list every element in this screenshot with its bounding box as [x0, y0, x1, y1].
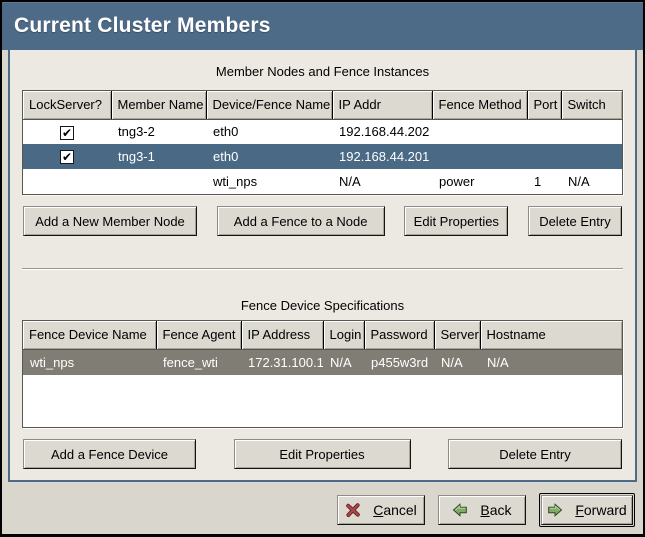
member-nodes-table: LockServer? Member Name Device/Fence Nam…: [22, 90, 623, 195]
fence-buttons-row: Add a Fence Device Edit Properties Delet…: [22, 439, 623, 469]
lockserver-checkbox[interactable]: ✔: [60, 125, 74, 140]
fence-table-header-row: Fence Device Name Fence Agent IP Address…: [23, 321, 622, 350]
empty-table-area: [23, 375, 622, 427]
column-header-server[interactable]: Server: [434, 321, 481, 350]
delete-entry-button[interactable]: Delete Entry: [527, 206, 622, 236]
cell-password: p455w3rd: [364, 349, 434, 375]
fence-devices-section-title: Fence Device Specifications: [240, 298, 405, 313]
column-header-switch[interactable]: Switch: [561, 91, 622, 120]
cell-member-name: tng3-2: [111, 119, 206, 144]
delete-entry-button[interactable]: Delete Entry: [448, 439, 622, 469]
edit-properties-button[interactable]: Edit Properties: [404, 206, 509, 236]
table-row-selected[interactable]: wti_nps fence_wti 172.31.100.1 N/A p455w…: [23, 349, 622, 375]
column-header-fence-method[interactable]: Fence Method: [432, 91, 528, 120]
cell-port: [527, 144, 561, 169]
cell-ip-addr: N/A: [332, 169, 432, 194]
fence-devices-table: Fence Device Name Fence Agent IP Address…: [22, 320, 623, 428]
table-row-selected[interactable]: ✔ tng3-1 eth0 192.168.44.201: [23, 144, 622, 169]
cell-member-name: [111, 169, 206, 194]
column-header-device-fence-name[interactable]: Device/Fence Name: [206, 91, 333, 120]
content-panel: Member Nodes and Fence Instances LockSer…: [8, 50, 637, 482]
table-row[interactable]: ✔ tng3-2 eth0 192.168.44.202: [23, 119, 622, 144]
cell-switch: N/A: [561, 169, 622, 194]
column-header-port[interactable]: Port: [527, 91, 562, 120]
cell-switch: [561, 144, 622, 169]
member-table-header-row: LockServer? Member Name Device/Fence Nam…: [23, 91, 622, 120]
default-button-ring: Forward: [539, 492, 635, 527]
cancel-x-icon: [345, 502, 361, 518]
cell-fence-agent: fence_wti: [156, 349, 241, 375]
back-arrow-icon: [452, 502, 468, 518]
cancel-button[interactable]: Cancel: [337, 494, 425, 525]
cell-ip-addr: 192.168.44.202: [332, 119, 432, 144]
add-member-node-button[interactable]: Add a New Member Node: [23, 206, 197, 236]
cell-hostname: N/A: [480, 349, 622, 375]
column-header-ip-addr[interactable]: IP Addr: [332, 91, 433, 120]
add-fence-to-node-button[interactable]: Add a Fence to a Node: [216, 206, 385, 236]
cell-port: 1: [527, 169, 561, 194]
cell-ip-address: 172.31.100.1: [241, 349, 323, 375]
column-header-fence-device-name[interactable]: Fence Device Name: [23, 321, 157, 350]
forward-arrow-icon: [547, 502, 563, 518]
cell-fence-method: [432, 144, 527, 169]
footer-button-bar: Cancel Back Forward: [2, 482, 643, 534]
table-row[interactable]: wti_nps N/A power 1 N/A: [23, 169, 622, 194]
cell-port: [527, 119, 561, 144]
column-header-fence-agent[interactable]: Fence Agent: [156, 321, 242, 350]
cell-device-fence-name: wti_nps: [206, 169, 332, 194]
cell-device-fence-name: eth0: [206, 119, 332, 144]
cell-fence-method: power: [432, 169, 527, 194]
checkmark-icon: ✔: [61, 125, 73, 140]
section-separator: [22, 268, 623, 270]
cell-fence-device-name: wti_nps: [23, 349, 156, 375]
add-fence-device-button[interactable]: Add a Fence Device: [23, 439, 196, 469]
column-header-password[interactable]: Password: [364, 321, 435, 350]
back-button[interactable]: Back: [438, 494, 526, 525]
column-header-lockserver[interactable]: LockServer?: [23, 91, 112, 120]
cell-fence-method: [432, 119, 527, 144]
member-buttons-row: Add a New Member Node Add a Fence to a N…: [22, 206, 623, 236]
lockserver-checkbox[interactable]: ✔: [60, 150, 74, 165]
forward-button[interactable]: Forward: [541, 494, 633, 525]
cell-login: N/A: [323, 349, 364, 375]
column-header-ip-address[interactable]: IP Address: [241, 321, 324, 350]
cell-device-fence-name: eth0: [206, 144, 332, 169]
cell-ip-addr: 192.168.44.201: [332, 144, 432, 169]
cell-member-name: tng3-1: [111, 144, 206, 169]
column-header-login[interactable]: Login: [323, 321, 365, 350]
column-header-member-name[interactable]: Member Name: [111, 91, 207, 120]
cell-server: N/A: [434, 349, 480, 375]
checkmark-icon: ✔: [61, 150, 73, 165]
page-title: Current Cluster Members: [14, 14, 271, 37]
window-header: Current Cluster Members: [2, 2, 643, 50]
column-header-hostname[interactable]: Hostname: [480, 321, 622, 350]
member-nodes-section-title: Member Nodes and Fence Instances: [215, 64, 430, 79]
cell-switch: [561, 119, 622, 144]
edit-properties-button[interactable]: Edit Properties: [233, 439, 411, 469]
